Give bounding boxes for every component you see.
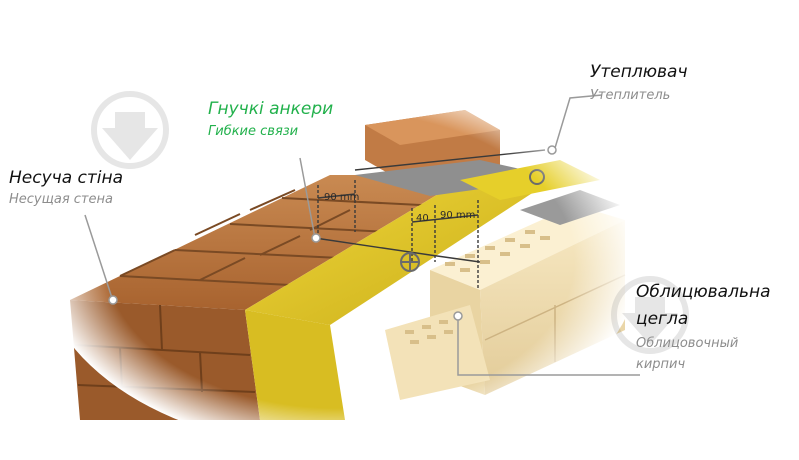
load-wall-label-ru: Несущая стена: [9, 192, 113, 207]
anchors-label-ua: Гнучкі анкери: [208, 99, 334, 119]
facing-brick-label-ua-2: цегла: [636, 309, 689, 329]
dimension-label-top: 90 mm: [324, 192, 360, 203]
dimension-label-small: 40: [416, 213, 429, 224]
dimension-label-gap: 90 mm: [440, 210, 476, 221]
anchors-label-ru: Гибкие связи: [208, 124, 299, 139]
facing-brick-label-ru-2: кирпич: [636, 357, 686, 372]
insulation-label-ua: Утеплювач: [590, 62, 688, 82]
insulation-label-ru: Утеплитель: [590, 88, 671, 103]
leader-lines: [84, 94, 640, 376]
download-watermark-icon: [611, 276, 689, 354]
leader-dots: [108, 145, 557, 321]
load-wall-label-ua: Несуча стіна: [9, 168, 124, 188]
facing-brick-label-ua-1: Облицювальна: [636, 282, 771, 302]
facing-brick-label-ru-1: Облицовочный: [636, 336, 739, 351]
download-watermark-icon: [91, 91, 169, 169]
